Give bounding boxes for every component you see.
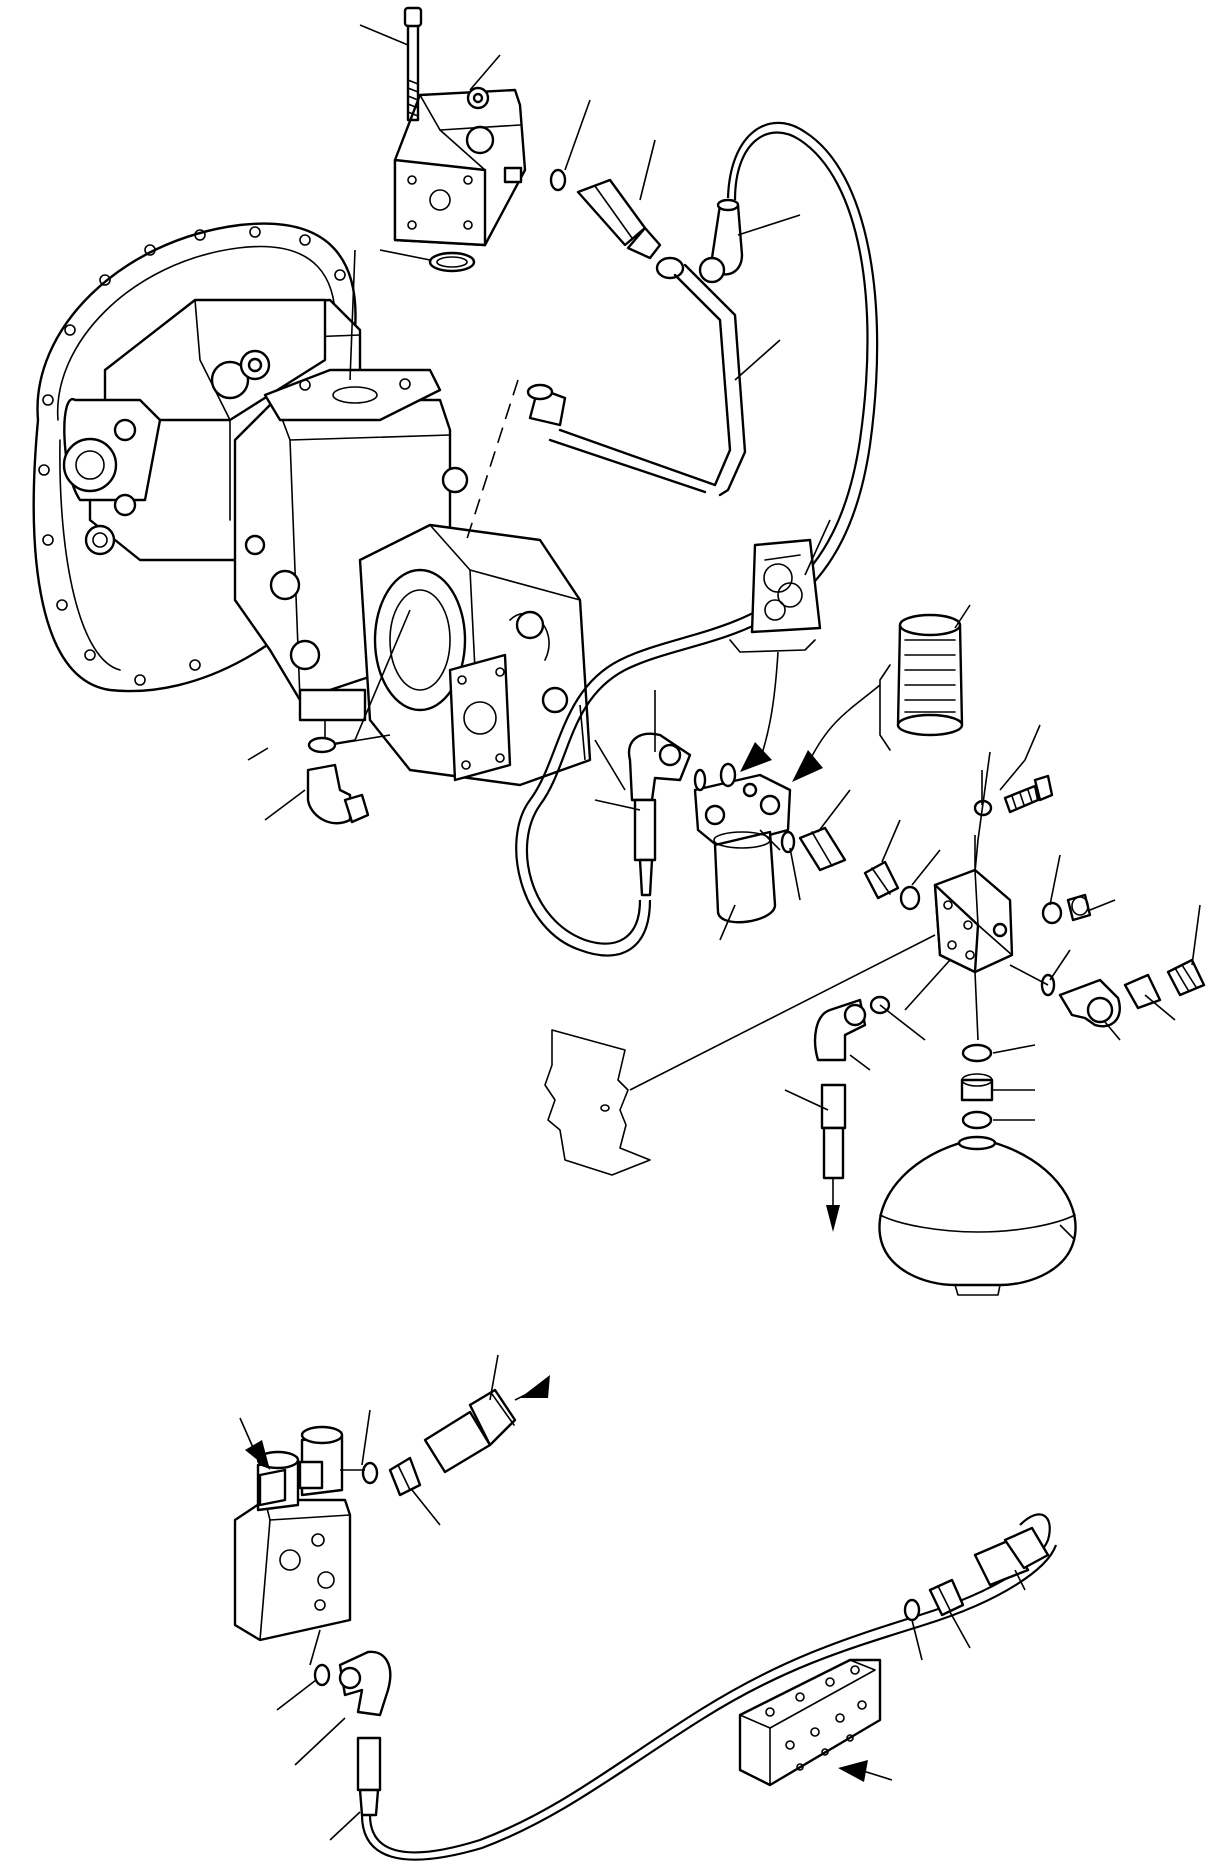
o-ring — [719, 762, 737, 788]
connector — [576, 178, 662, 260]
center-line — [464, 379, 519, 546]
hose-end — [973, 1526, 1050, 1587]
filter-element — [896, 613, 964, 737]
steel-pipe — [526, 263, 747, 497]
adapter — [928, 1578, 965, 1617]
mounting-bracket — [933, 868, 1014, 974]
o-ring — [361, 1461, 379, 1485]
adapter — [655, 256, 685, 280]
adapter — [960, 1073, 994, 1102]
o-ring — [780, 830, 796, 854]
o-ring — [903, 1598, 921, 1622]
o-ring — [549, 168, 567, 192]
solenoid-valve — [233, 1425, 352, 1642]
washer — [899, 885, 921, 911]
seal-kit — [750, 538, 822, 634]
adapter — [388, 1456, 422, 1497]
nut — [1066, 893, 1092, 922]
o-ring — [307, 736, 337, 754]
elbow-fitting — [814, 998, 867, 1062]
frame-section — [544, 1029, 651, 1176]
elbow-fitting — [1058, 978, 1121, 1028]
elbow-fitting — [698, 198, 744, 284]
hose — [515, 131, 869, 957]
cap — [1166, 958, 1206, 997]
washer — [961, 1110, 993, 1130]
hose-end — [423, 1388, 517, 1474]
hose-end — [820, 1083, 847, 1180]
elbow-fitting — [627, 732, 707, 802]
cap-screw — [403, 6, 423, 122]
bolt — [1003, 774, 1054, 814]
center-line — [349, 249, 356, 381]
hydraulic-pump — [32, 222, 592, 787]
hose-end — [633, 798, 657, 897]
o-ring — [428, 251, 476, 273]
washer — [1041, 901, 1063, 925]
accumulator — [878, 1135, 1077, 1296]
pressure-filter — [693, 773, 792, 924]
adapter — [863, 860, 900, 900]
control-valve-block — [393, 86, 527, 247]
washer — [961, 1043, 993, 1063]
flange-bolt-holes — [38, 226, 346, 686]
elbow-fitting — [338, 1650, 392, 1717]
manifold-block — [738, 1658, 882, 1787]
connector — [798, 826, 847, 872]
leader-lines — [247, 24, 1201, 1841]
hose — [368, 1513, 1051, 1854]
elbow-fitting — [306, 763, 370, 825]
flow-arrow — [826, 1205, 840, 1232]
hose-end — [356, 1736, 382, 1817]
o-ring — [313, 1663, 331, 1687]
